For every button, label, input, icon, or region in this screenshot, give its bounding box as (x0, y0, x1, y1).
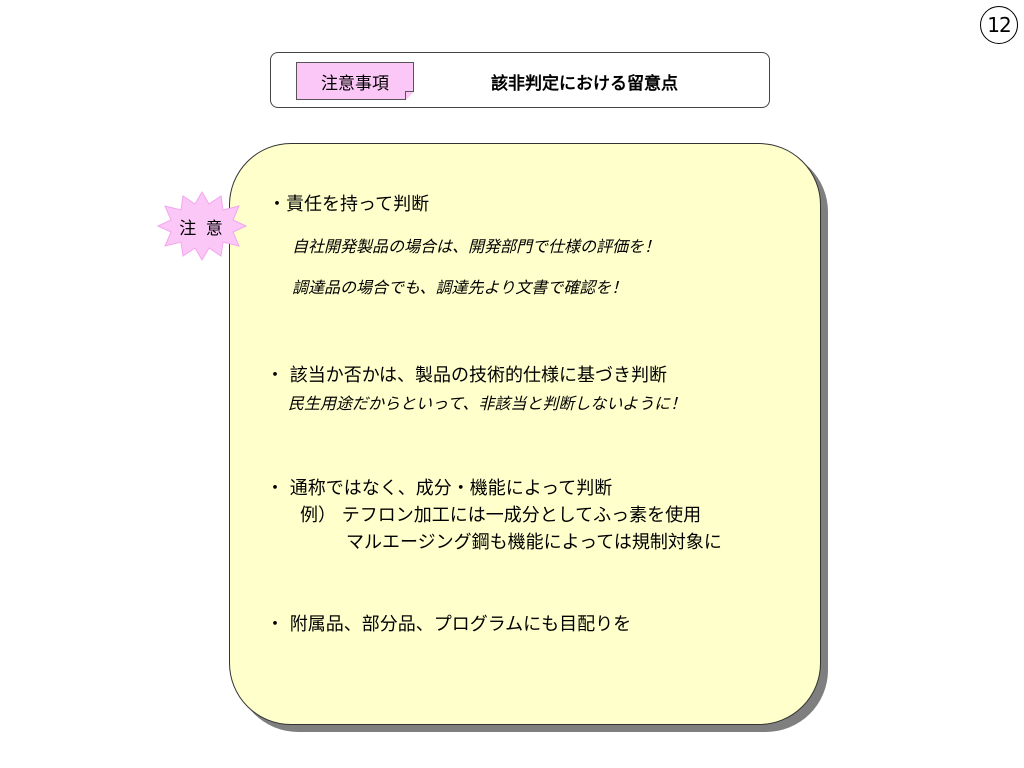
section-2-heading: ・ 該当か否かは、製品の技術的仕様に基づき判断 (266, 365, 667, 386)
content-panel (229, 143, 821, 725)
page-number: 12 (980, 6, 1018, 44)
page-title: 該非判定における留意点 (491, 74, 678, 94)
folded-corner-icon (405, 91, 414, 100)
section-4-heading: ・ 附属品、部分品、プログラムにも目配りを (266, 614, 632, 635)
starburst-icon (157, 191, 247, 261)
section-1-note-2: 調達品の場合でも、調達先より文書で確認を！ (292, 278, 628, 297)
notice-tag-label: 注意事項 (321, 73, 389, 94)
section-3-example-1: 例） テフロン加工には一成分としてふっ素を使用 (300, 505, 702, 526)
section-2-note-1: 民生用途だからといって、非該当と判断しないように！ (288, 394, 687, 413)
caution-badge-label: 注 意 (179, 218, 225, 239)
notice-tag: 注意事項 (296, 62, 414, 100)
section-1-heading: ・責任を持って判断 (268, 194, 430, 215)
section-3-heading: ・ 通称ではなく、成分・機能によって判断 (266, 478, 613, 499)
section-1-note-1: 自社開発製品の場合は、開発部門で仕様の評価を！ (292, 237, 661, 256)
header-box: 注意事項 該非判定における留意点 (270, 52, 770, 108)
section-3-example-2: マルエージング鋼も機能によっては規制対象に (346, 532, 722, 553)
